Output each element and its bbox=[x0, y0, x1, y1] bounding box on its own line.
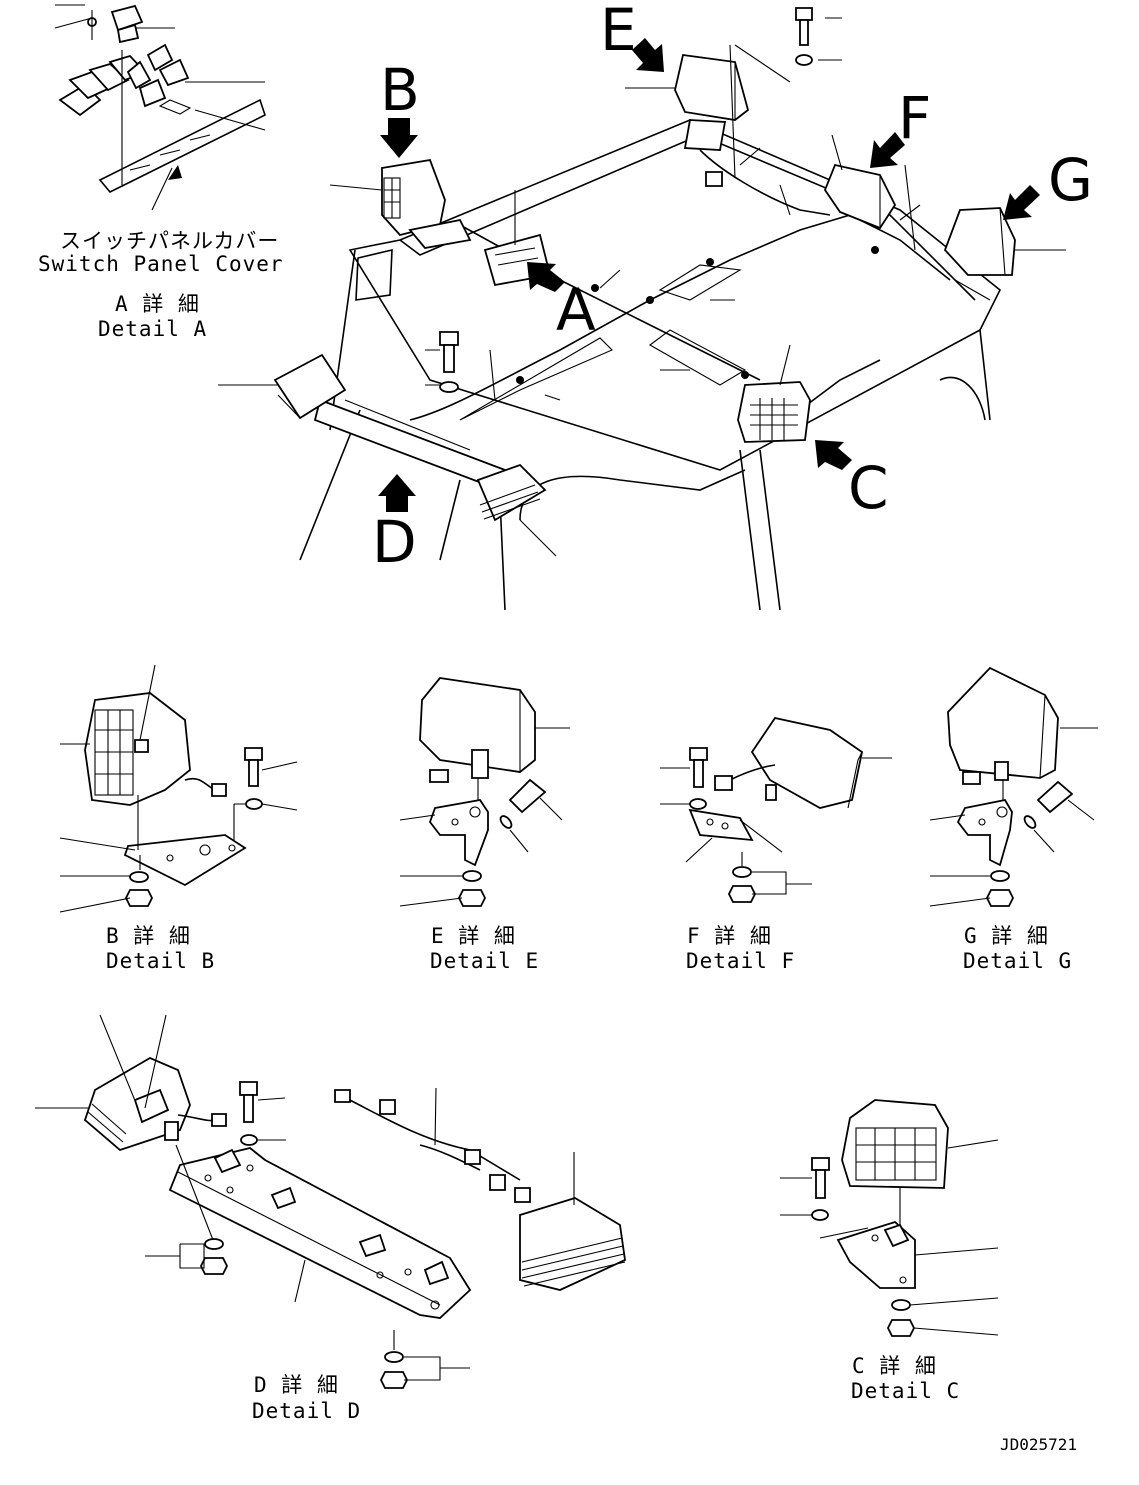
detail-e-drawing bbox=[399, 677, 570, 907]
detail-f-title-jp: F 詳 細 bbox=[687, 924, 772, 948]
detail-b-drawing bbox=[59, 664, 298, 913]
detail-d-title-jp: D 詳 細 bbox=[254, 1373, 339, 1397]
callout-letter-c: C bbox=[848, 454, 889, 522]
callout-letter-e: E bbox=[600, 0, 637, 64]
callout-letter-f: F bbox=[898, 84, 931, 152]
detail-b-title-en: Detail B bbox=[106, 949, 215, 973]
detail-a-drawing bbox=[54, 4, 266, 211]
detail-c-title-jp: C 詳 細 bbox=[852, 1354, 937, 1378]
callout-letter-a: A bbox=[556, 276, 596, 344]
switch-panel-cover-jp: スイッチパネルカバー bbox=[60, 229, 279, 253]
detail-d-title-en: Detail D bbox=[252, 1399, 361, 1423]
detail-g-title-jp: G 詳 細 bbox=[964, 924, 1049, 948]
detail-g-title-en: Detail G bbox=[963, 949, 1072, 973]
detail-c-drawing bbox=[780, 1099, 999, 1337]
detail-d-drawing bbox=[35, 1014, 626, 1389]
drawing-number: JD025721 bbox=[1000, 1435, 1077, 1454]
callout-letter-d: D bbox=[372, 508, 417, 576]
detail-a-title-jp: A 詳 細 bbox=[115, 292, 200, 316]
callout-letter-g: G bbox=[1048, 146, 1093, 214]
detail-f-drawing bbox=[660, 716, 892, 903]
detail-a-title-en: Detail A bbox=[98, 317, 207, 341]
cab-roof-assembly: B E F G A C D bbox=[218, 0, 1093, 611]
detail-e-title-en: Detail E bbox=[430, 949, 539, 973]
detail-g-drawing bbox=[929, 666, 1098, 907]
switch-panel-cover-en: Switch Panel Cover bbox=[38, 252, 284, 276]
detail-f-title-en: Detail F bbox=[686, 949, 795, 973]
detail-b-title-jp: B 詳 細 bbox=[106, 924, 191, 948]
detail-e-title-jp: E 詳 細 bbox=[431, 924, 516, 948]
detail-c-title-en: Detail C bbox=[851, 1379, 960, 1403]
callout-letter-b: B bbox=[380, 56, 420, 124]
